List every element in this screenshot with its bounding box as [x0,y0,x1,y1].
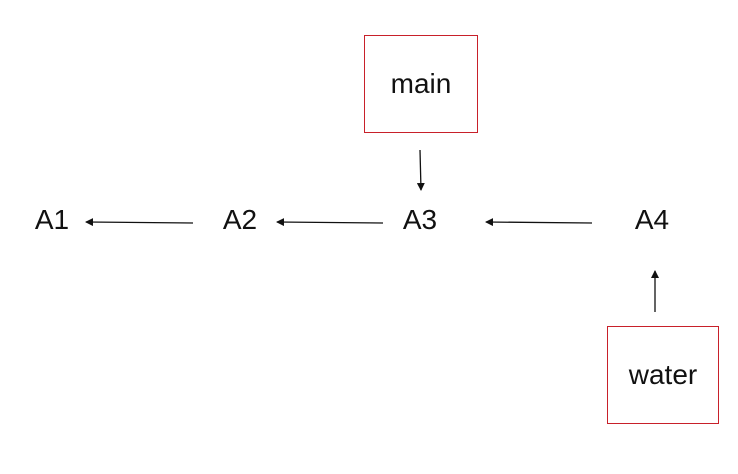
branch-pointer-main: main [364,35,478,133]
branch-pointer-water: water [607,326,719,424]
edge-main-to-a3 [416,149,425,191]
edge-a2-to-a1 [85,218,194,227]
edge-a4-to-a3 [485,218,593,227]
branch-pointer-main-label: main [390,68,452,99]
commit-node-a4: A4 [634,204,670,235]
commit-node-a3: A3 [402,204,438,235]
branch-pointer-water-label: water [628,359,698,390]
commit-node-a2: A2 [222,204,258,235]
commit-node-a1: A1 [34,204,70,235]
edge-a3-to-a2 [276,218,384,227]
